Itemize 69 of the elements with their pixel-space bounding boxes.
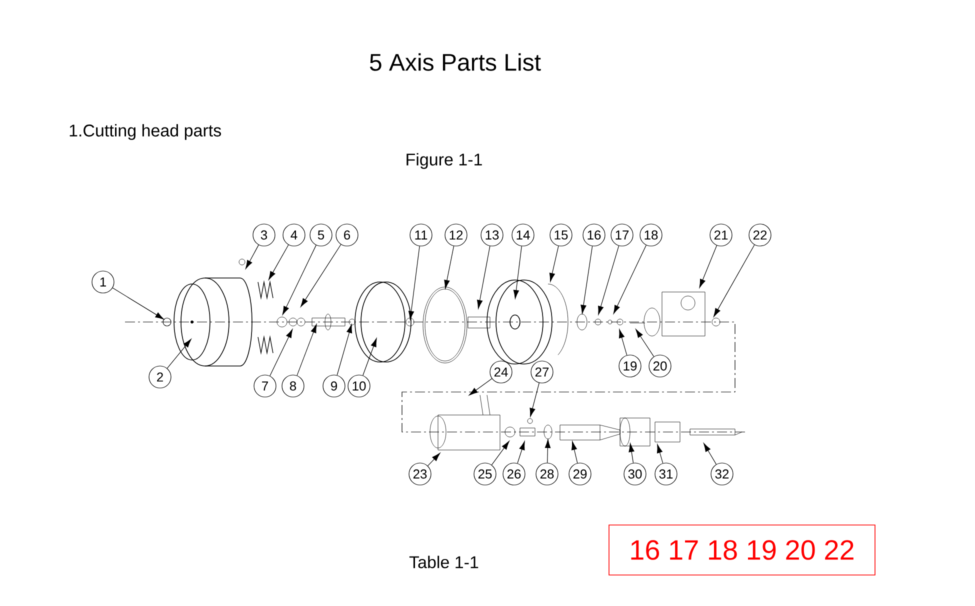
callout-number: 27 — [530, 360, 554, 384]
callout-number: 26 — [502, 462, 526, 486]
leader-line — [282, 244, 316, 315]
leader-line — [270, 329, 293, 376]
callout-number: 21 — [710, 224, 732, 246]
table-caption: Table 1-1 — [409, 556, 478, 568]
leader-line — [112, 288, 164, 320]
leader-line — [245, 244, 259, 269]
callout-number: 32 — [710, 462, 734, 486]
callout-number: 9 — [322, 374, 346, 398]
callout-number: 28 — [536, 462, 558, 486]
leader-line — [296, 324, 317, 376]
callout-number: 20 — [648, 354, 672, 378]
callout-number: 29 — [568, 462, 592, 486]
text-box: 16 17 18 19 20 22 — [608, 524, 876, 576]
figure-caption: Figure 1-1 — [406, 153, 482, 169]
leader-line — [336, 324, 352, 376]
callout-number: 15 — [550, 224, 572, 246]
leader-line — [513, 246, 522, 299]
callout-number: 25 — [474, 462, 496, 486]
leader-line — [571, 441, 578, 464]
leader-line — [408, 246, 420, 320]
leader-line — [444, 246, 454, 289]
callout-number: 24 — [490, 360, 512, 384]
leader-line — [362, 338, 377, 376]
callout-number: 4 — [282, 224, 306, 246]
callout-number: 18 — [640, 224, 662, 246]
callout-number: 13 — [480, 224, 504, 246]
callout-number: 2 — [148, 366, 172, 388]
callout-number: 1 — [92, 270, 114, 294]
callout-number: 17 — [610, 224, 634, 246]
title: 5 Axis Parts List — [370, 53, 541, 71]
callout-number: 5 — [310, 224, 332, 246]
leader-line — [166, 338, 192, 369]
callout-number: 14 — [512, 224, 534, 246]
callout-number: 3 — [252, 224, 276, 246]
leader-line — [580, 246, 593, 314]
leader-line — [628, 443, 634, 464]
leader-line — [618, 329, 628, 356]
callout-number: 23 — [408, 462, 432, 486]
callout-number: 19 — [618, 354, 642, 378]
leader-line — [699, 245, 718, 288]
leader-line — [598, 246, 620, 315]
section-heading: 1.Cutting head parts — [70, 124, 221, 140]
leader-line — [268, 244, 289, 280]
leader-line — [477, 246, 490, 309]
callout-number: 16 — [582, 224, 606, 246]
leader-line — [530, 382, 540, 417]
callout-number: 31 — [654, 462, 678, 486]
callout-number: 22 — [748, 224, 772, 246]
leader-line — [656, 444, 664, 464]
leader-line — [703, 443, 717, 465]
leader-line — [517, 441, 525, 464]
leader-line — [468, 378, 492, 396]
callout-number: 30 — [624, 462, 646, 486]
leader-line — [613, 244, 646, 314]
leader-line — [491, 440, 510, 466]
leader-line — [713, 244, 755, 317]
callout-number: 11 — [410, 224, 432, 246]
callout-number: 6 — [336, 224, 358, 246]
callout-number: 10 — [348, 374, 370, 398]
leader-line — [544, 439, 551, 463]
leader-line — [549, 246, 559, 282]
leader-line — [428, 452, 440, 466]
leader-line — [636, 328, 654, 357]
callout-number: 8 — [282, 374, 304, 398]
callout-number: 12 — [444, 224, 468, 246]
callout-number: 7 — [254, 374, 276, 398]
leader-line — [300, 244, 342, 308]
